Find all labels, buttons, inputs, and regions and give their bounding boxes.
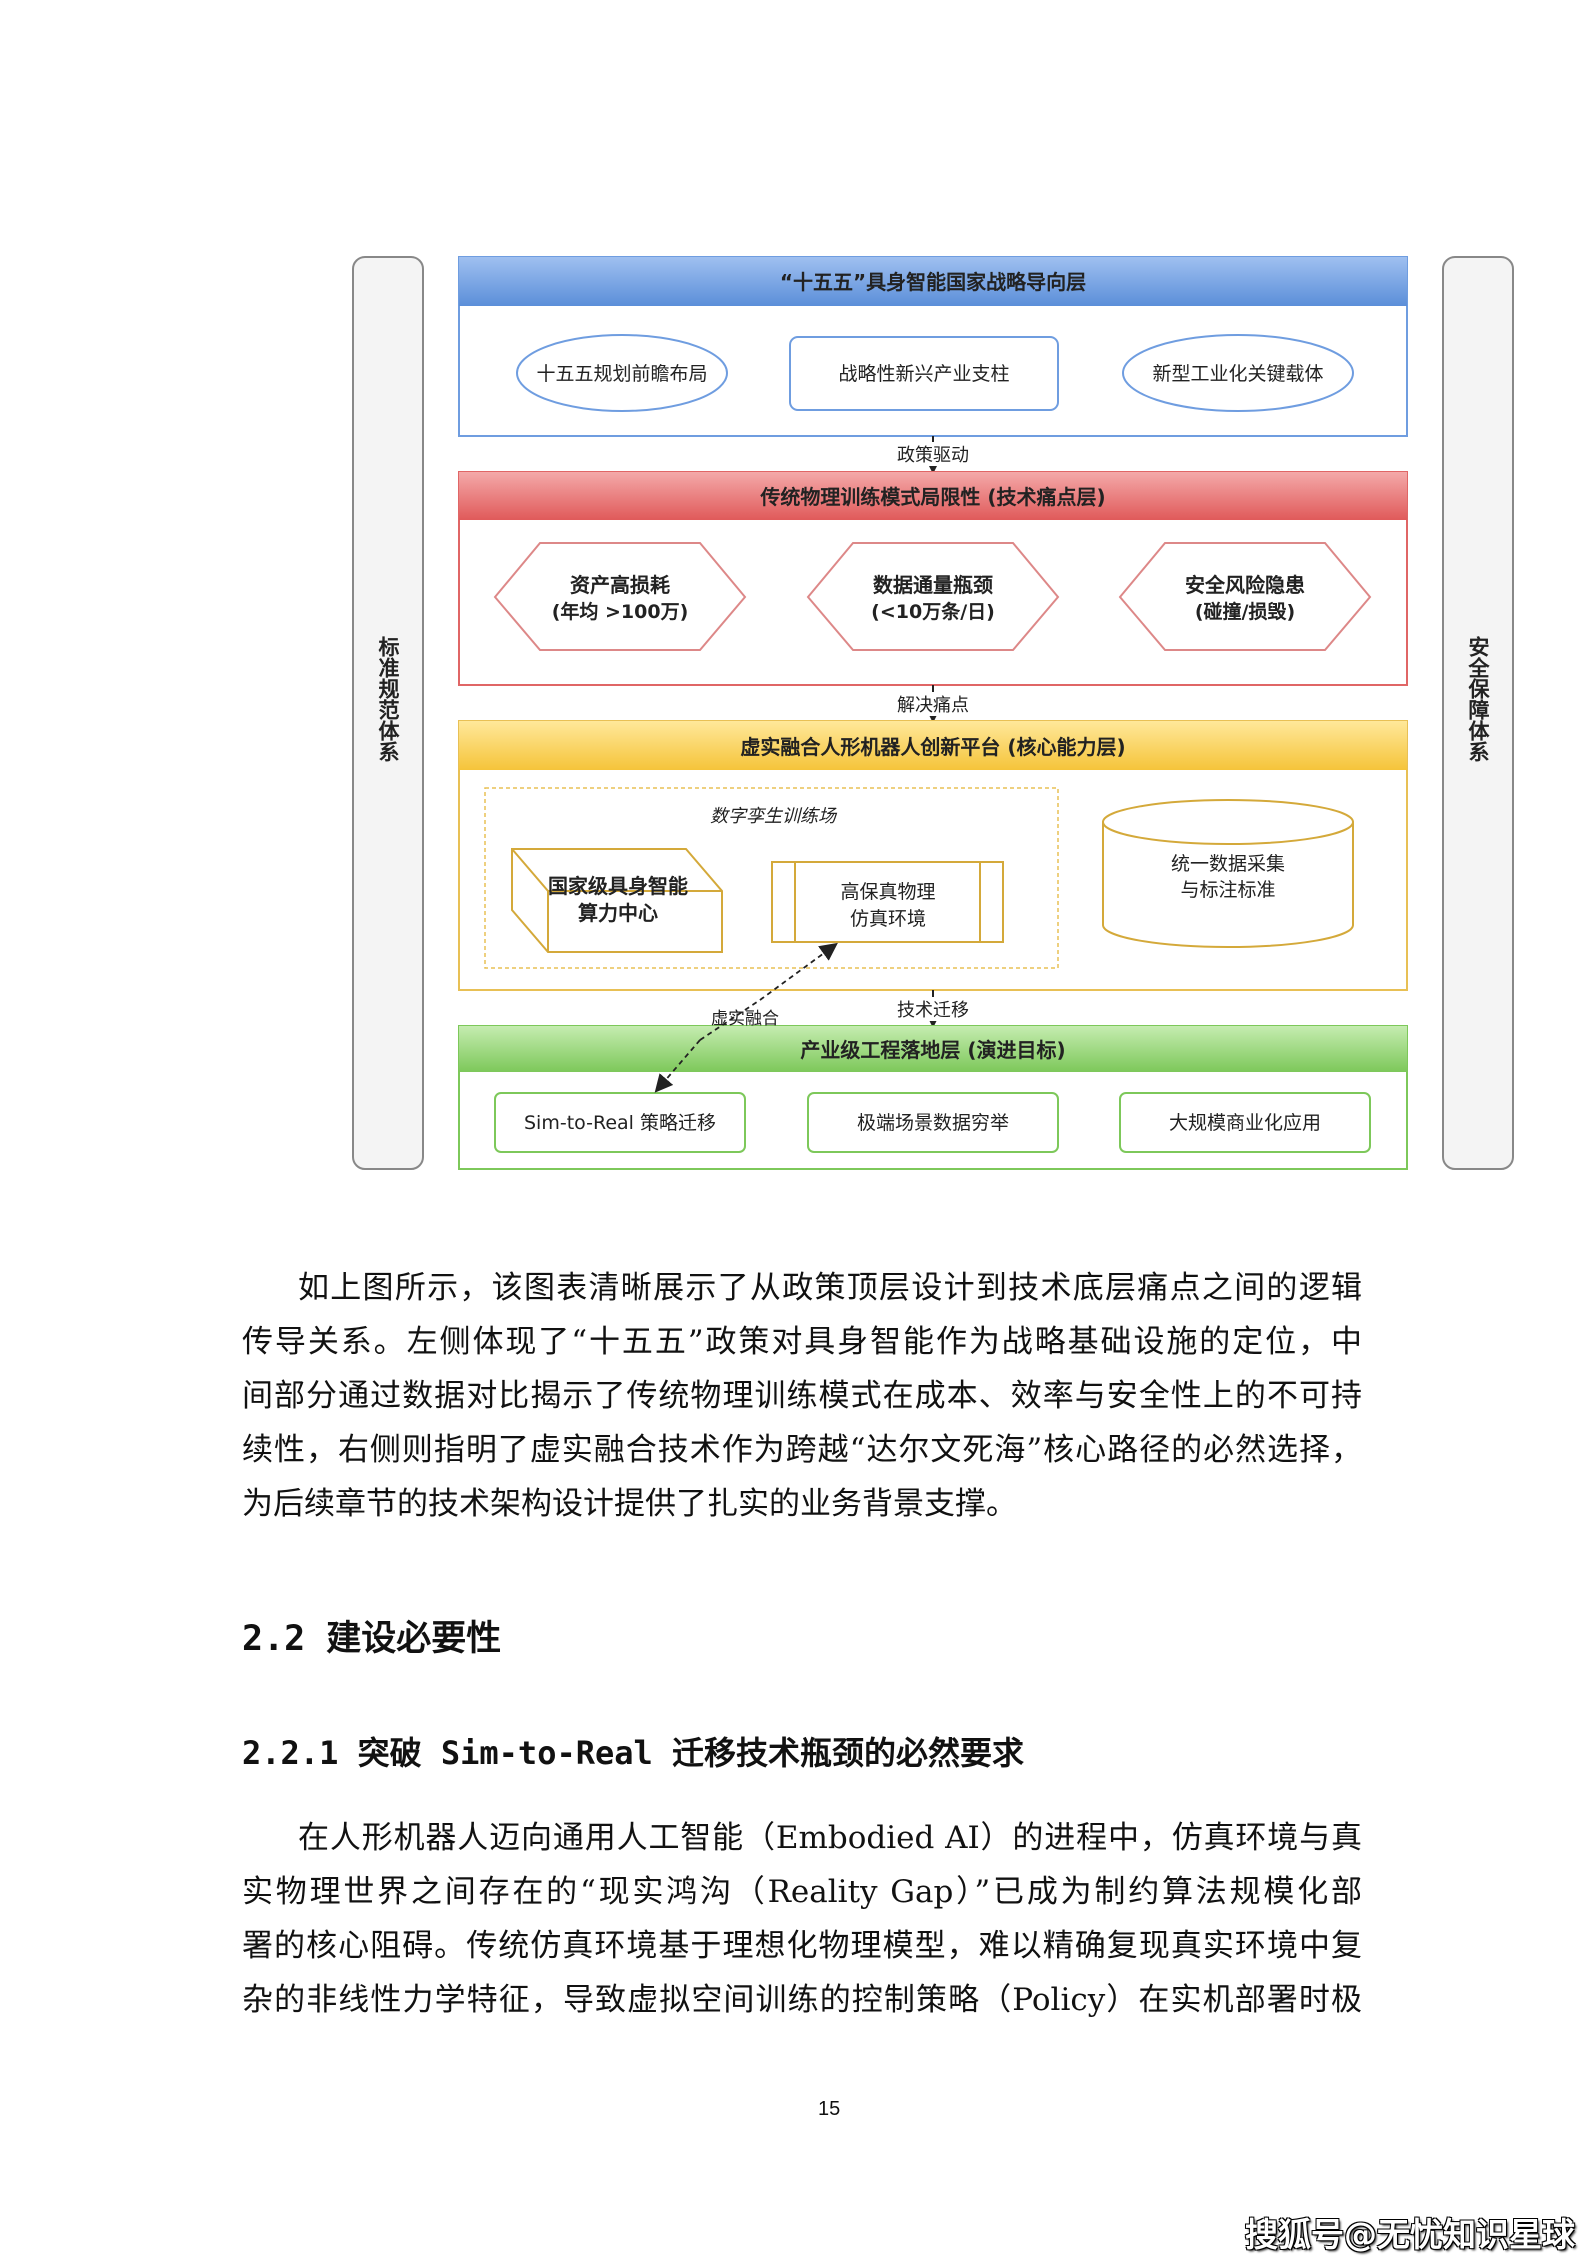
layer4-item: 大规模商业化应用 [1169,1112,1321,1134]
digital-twin-label: 数字孪生训练场 [710,806,838,827]
right-pillar-label: 安全保障体系 [1466,635,1491,762]
arrow-label-transfer: 技术迁移 [897,1000,969,1021]
hexagon-1: 资产高损耗 (年均 >100万) [493,542,747,651]
left-pillar-label: 标准规范体系 [376,635,400,762]
layer1-item-box [789,336,1059,411]
arrow-label-solve: 解决痛点 [897,695,969,716]
page-number: 15 [818,2098,841,2120]
paragraph1-line: 如上图所示，该图表清晰展示了从政策顶层设计到技术底层痛点之间的逻辑 [298,1270,1362,1306]
hexagon-2: 数据通量瓶颈 (<10万条/日) [806,542,1060,651]
svg-text:(年均 >100万): (年均 >100万) [552,600,689,623]
layer2-header [459,472,1407,520]
layer4-item-box [1119,1092,1371,1153]
layer4-item: Sim-to-Real 策略迁移 [524,1112,716,1134]
paragraph2-line: 实物理世界之间存在的“现实鸿沟（Reality Gap）”已成为制约算法规模化部 [242,1874,1362,1910]
subsection-heading: 2.2.1 突破 Sim-to-Real 迁移技术瓶颈的必然要求 [242,1734,1025,1772]
left-pillar [352,256,424,1170]
layer4-title: 产业级工程落地层 (演进目标) [800,1038,1065,1062]
layer2-title: 传统物理训练模式局限性 (技术痛点层) [759,485,1105,509]
right-pillar [1442,256,1514,1170]
layer1-title: “十五五”具身智能国家战略导向层 [780,270,1086,294]
paragraph1-line: 为后续章节的技术架构设计提供了扎实的业务背景支撑。 [242,1486,1017,1522]
paragraph1-line: 传导关系。左侧体现了“十五五”政策对具身智能作为战略基础设施的定位，中 [242,1324,1362,1360]
layer1-item: 十五五规划前瞻布局 [536,363,707,385]
architecture-diagram: 标准规范体系 安全保障体系 “十五五”具身智能国家战略导向层 十五五规划前瞻布局… [352,256,1514,1170]
fusion-arrow [654,1039,701,1093]
svg-text:安全风险隐患: 安全风险隐患 [1185,573,1305,597]
layer1-item: 新型工业化关键载体 [1152,363,1323,385]
layer4-header [459,1026,1407,1072]
footer-watermark: 搜狐号@无忧知识星球 [1245,2215,1575,2254]
svg-text:国家级具身智能: 国家级具身智能 [548,874,688,898]
cloud-shape [516,334,728,412]
paragraph1-line: 间部分通过数据对比揭示了传统物理训练模式在成本、效率与安全性上的不可持 [242,1378,1362,1414]
layer3-title: 虚实融合人形机器人创新平台 (核心能力层) [740,735,1125,759]
layer4-item-box [494,1092,746,1153]
svg-text:资产高损耗: 资产高损耗 [570,573,670,597]
paragraph2-line: 杂的非线性力学特征，导致虚拟空间训练的控制策略（Policy）在实机部署时极 [242,1982,1362,2018]
paragraph2-line: 署的核心阻碍。传统仿真环境基于理想化物理模型，难以精确复现真实环境中复 [242,1928,1362,1964]
layer4-item: 极端场景数据穷举 [857,1112,1009,1134]
hexagon-3: 安全风险隐患 (碰撞/损毁) [1118,542,1372,651]
paragraph2-line: 在人形机器人迈向通用人工智能（Embodied AI）的进程中，仿真环境与真 [298,1820,1362,1856]
svg-text:(<10万条/日): (<10万条/日) [871,600,995,623]
svg-text:数据通量瓶颈: 数据通量瓶颈 [873,573,993,597]
arrow-label-policy: 政策驱动 [897,445,969,466]
layer4-item-box [807,1092,1059,1153]
svg-text:高保真物理: 高保真物理 [840,881,935,903]
compute-center-cube: 国家级具身智能 算力中心 [511,848,723,953]
layer1-header [459,257,1407,306]
svg-text:与标注标准: 与标注标准 [1180,879,1275,901]
digital-twin-region [484,787,1059,969]
layer1-item: 战略性新兴产业支柱 [838,363,1009,385]
section-heading: 2.2 建设必要性 [242,1619,502,1659]
data-standard-cylinder: 统一数据采集 与标注标准 [1102,799,1354,948]
fusion-arrow [759,942,838,1001]
cloud-shape [1122,334,1354,412]
fusion-label: 虚实融合 [711,1009,779,1029]
svg-text:(碰撞/损毁): (碰撞/损毁) [1195,600,1295,623]
svg-text:算力中心: 算力中心 [578,901,658,925]
svg-text:统一数据采集: 统一数据采集 [1171,853,1285,875]
svg-text:仿真环境: 仿真环境 [850,908,926,930]
paragraph1-line: 续性，右侧则指明了虚实融合技术作为跨越“达尔文死海”核心路径的必然选择， [242,1432,1362,1468]
simulation-box: 高保真物理 仿真环境 [771,861,1004,943]
layer3-header [459,721,1407,770]
